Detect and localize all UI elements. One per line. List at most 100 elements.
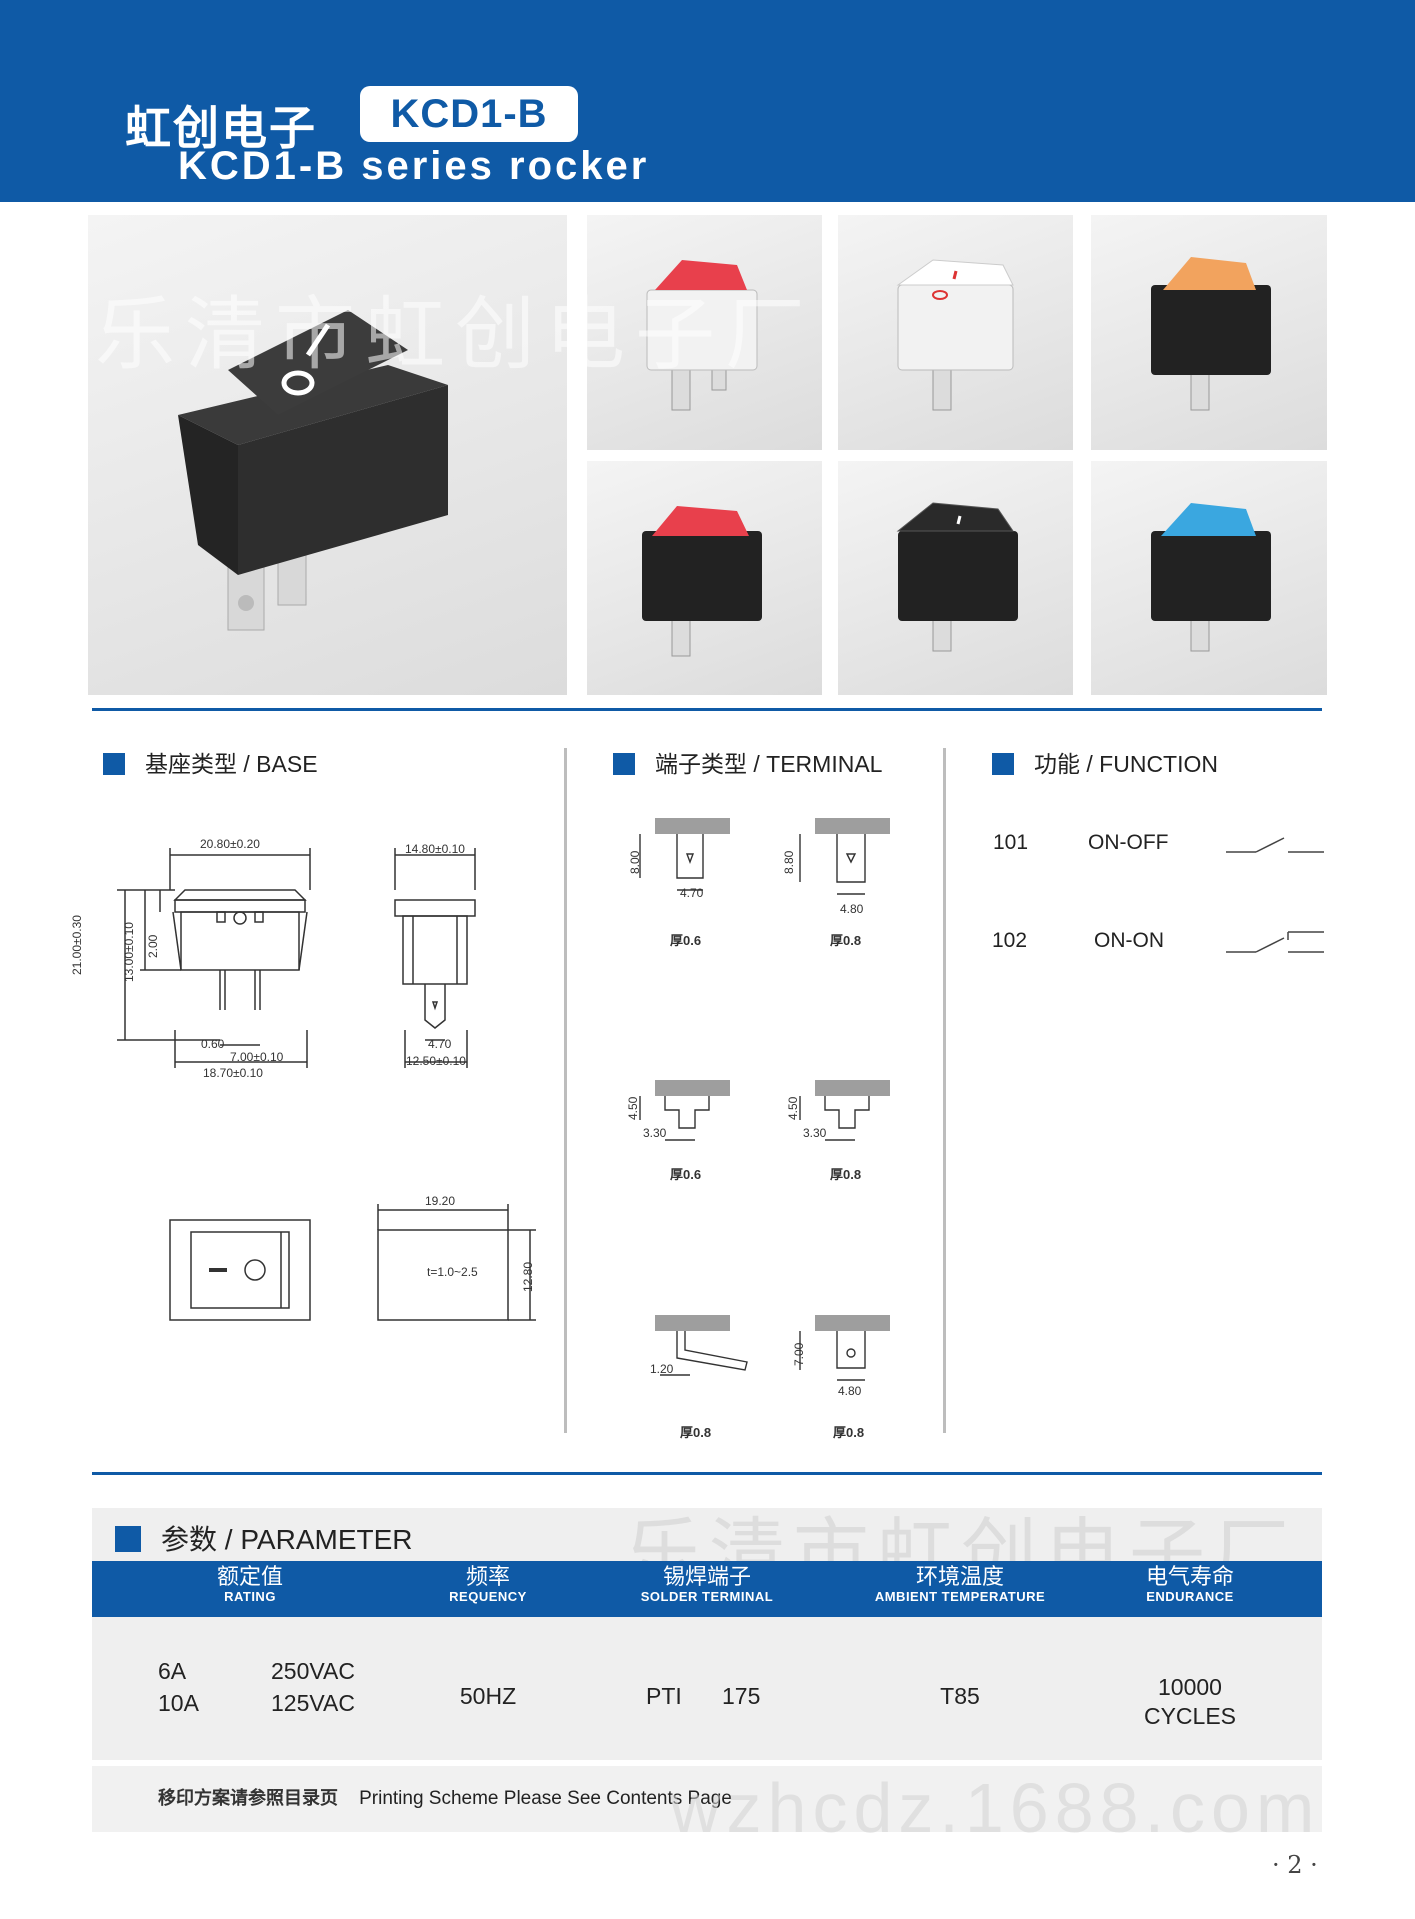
section-base-heading: 基座类型 / BASE [103, 745, 318, 779]
terminal-2-thickness: 厚0.8 [830, 933, 862, 948]
product-photo-6 [1091, 461, 1327, 695]
dim-cutout-thickness: t=1.0~2.5 [427, 1265, 478, 1279]
terminal-6-thickness: 厚0.8 [833, 1425, 865, 1440]
section-parameter-heading: 参数 / PARAMETER [115, 1518, 413, 1558]
terminal-1-width: 4.70 [680, 886, 704, 900]
rating-current-1: 6A [158, 1658, 187, 1684]
note-english: Printing Scheme Please See Contents Page [359, 1788, 732, 1809]
product-photo-2 [838, 215, 1073, 450]
series-title: KCD1-B series rocker [178, 144, 650, 188]
switch-rocker [655, 260, 747, 290]
function-102-code: 102 [992, 929, 1028, 952]
divider-parameter [92, 1472, 1322, 1475]
switch-housing [642, 531, 762, 621]
switch-housing [1151, 531, 1271, 621]
rating-voltage-1: 250VAC [271, 1658, 355, 1684]
terminal-1-height: 8.00 [628, 850, 642, 874]
switch-rocker [1161, 503, 1256, 536]
rocker-switch-image [1151, 503, 1271, 652]
dim-cutout-height: 12.80 [521, 1261, 535, 1292]
endurance-line-1: 10000 [1158, 1674, 1222, 1700]
terminal-6-width: 4.80 [838, 1384, 862, 1398]
product-photo-4 [587, 461, 822, 695]
brand-name: 虹创电子 [125, 101, 317, 155]
rocker-switch-large-image [178, 310, 448, 631]
terminal-4-width: 3.30 [803, 1126, 827, 1140]
rocker-switch-image [896, 259, 1014, 411]
watermark-top: 乐清市虹创电子厂 [95, 288, 815, 381]
parameter-heading-band [92, 1508, 1322, 1564]
rocker-switch-image [896, 502, 1018, 652]
square-bullet-icon [103, 753, 125, 775]
switch-rocker [896, 502, 1014, 532]
solder-value: 175 [722, 1683, 761, 1709]
parameter-table-values [92, 1617, 1322, 1760]
dim-pin-pitch: 7.00±0.10 [230, 1050, 284, 1064]
product-photo-3 [1091, 215, 1327, 450]
terminal-3-thickness: 厚0.6 [670, 1167, 702, 1182]
square-bullet-icon [115, 1526, 141, 1552]
base-dimension-drawing [117, 848, 536, 1321]
header-banner [0, 0, 1415, 202]
header-frequency: 频率 REQUENCY [449, 1565, 527, 1604]
note-chinese: 移印方案请参照目录页 [158, 1788, 338, 1809]
watermark-url: wzhcdz.1688.com [670, 1769, 1321, 1847]
terminal-1-thickness: 厚0.6 [670, 933, 702, 948]
page-number: · 2 · [1272, 1851, 1318, 1879]
switch-housing [898, 531, 1018, 621]
dim-bottom-width: 18.70±0.10 [203, 1066, 263, 1080]
terminal-2-height: 8.80 [782, 850, 796, 874]
rating-current-2: 10A [158, 1690, 199, 1716]
function-101-name: ON-OFF [1088, 831, 1169, 854]
divider-vertical-2 [943, 748, 946, 1433]
terminal-3-height: 4.50 [626, 1096, 640, 1120]
terminal-4-thickness: 厚0.8 [830, 1167, 862, 1182]
function-101-code: 101 [993, 831, 1029, 854]
terminal-2-width: 4.80 [840, 902, 864, 916]
dim-height-total: 21.00±0.30 [70, 915, 84, 975]
solder-label: PTI [646, 1683, 682, 1709]
divider-top [92, 708, 1322, 711]
rocker-switch-image [1151, 257, 1271, 411]
dim-height-rocker: 2.00 [146, 934, 160, 958]
switch-rocker [1163, 257, 1256, 290]
header-endurance: 电气寿命 ENDURANCE [1145, 1565, 1234, 1604]
product-photo-5 [838, 461, 1073, 695]
dim-pin-width: 4.70 [428, 1037, 452, 1051]
parameter-table-header [92, 1561, 1322, 1617]
terminal-5-width: 1.20 [650, 1362, 674, 1376]
header-rating: 额定值 RATING [216, 1565, 283, 1604]
dim-cutout-width: 19.20 [425, 1194, 456, 1208]
dim-pin-gap: 0.60 [201, 1037, 225, 1051]
dim-height-body: 13.00±0.10 [122, 922, 136, 982]
switch-symbol-on-off-icon [1226, 837, 1324, 853]
switch-housing [1151, 285, 1271, 375]
switch-symbol-on-on-icon [1226, 931, 1324, 953]
dim-side-width: 14.80±0.10 [405, 842, 465, 856]
square-bullet-icon [613, 753, 635, 775]
header-ambient-temperature: 环境温度 AMBIENT TEMPERATURE [874, 1565, 1046, 1604]
main-product-photo [88, 215, 567, 695]
section-function-heading: 功能 / FUNCTION [992, 745, 1218, 779]
switch-rocker [652, 506, 749, 536]
function-102-name: ON-ON [1094, 929, 1164, 952]
terminal-4-height: 4.50 [786, 1096, 800, 1120]
terminal-dimension-drawing [639, 818, 890, 1381]
terminal-6-height: 7.00 [792, 1342, 806, 1366]
section-terminal-heading: 端子类型 / TERMINAL [613, 745, 882, 779]
rocker-switch-image [646, 260, 758, 411]
note-text: 移印方案请参照目录页 Printing Scheme Please See Co… [158, 1784, 732, 1810]
frequency-value: 50HZ [459, 1683, 517, 1709]
dim-side-bottom: 12.50±0.10 [406, 1054, 466, 1068]
product-photo-1 [587, 215, 822, 450]
note-row [92, 1766, 1322, 1832]
header-solder-terminal: 锡焊端子 SOLDER TERMINAL [640, 1565, 774, 1604]
model-badge: KCD1-B [360, 86, 578, 142]
rating-voltage-2: 125VAC [271, 1690, 355, 1716]
ambient-value: T85 [940, 1683, 980, 1709]
switch-housing [897, 284, 1014, 371]
terminal-3-width: 3.30 [643, 1126, 667, 1140]
dim-width-top: 20.80±0.20 [200, 837, 260, 851]
rocker-switch-image [642, 506, 762, 657]
square-bullet-icon [992, 753, 1014, 775]
